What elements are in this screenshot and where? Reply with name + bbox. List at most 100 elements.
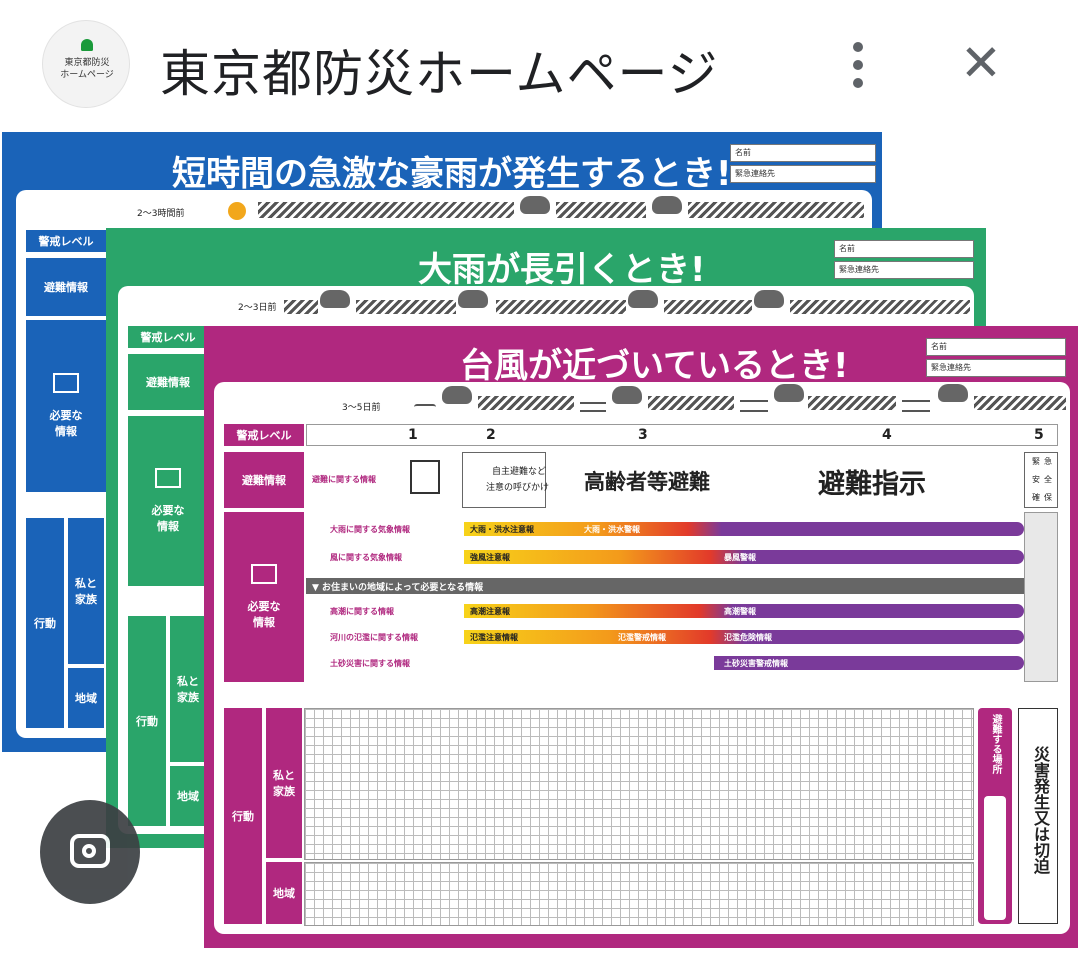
name-field: 名前 <box>730 144 876 162</box>
emergency-line2: 急 <box>1044 457 1052 466</box>
needed-info-line1: 必要な <box>151 504 185 517</box>
camera-lens <box>82 844 96 858</box>
warning-level-label: 警戒レベル <box>224 424 304 446</box>
action-label: 行動 <box>26 518 64 728</box>
wind-icon <box>414 404 436 410</box>
contact-field: 緊急連絡先 <box>730 165 876 183</box>
app-header: 東京都防災 ホームページ 東京都防災ホームページ ✕ <box>0 0 1080 130</box>
level-3: 3 <box>638 427 648 443</box>
lens-search-icon[interactable] <box>40 800 140 904</box>
area-label: 地域 <box>68 668 104 728</box>
local-info-label: ▼ お住まいの地域によって必要となる情報 <box>312 583 484 593</box>
tv-icon <box>155 468 181 488</box>
logo-text-line2: ホームページ <box>60 70 114 80</box>
flood-danger: 氾濫危険情報 <box>724 633 772 642</box>
rain-cloud-icon <box>612 386 642 404</box>
site-logo[interactable]: 東京都防災 ホームページ <box>42 20 130 108</box>
sheet-title: 短時間の急激な豪雨が発生するとき! <box>172 154 732 194</box>
sheet-title: 台風が近づいているとき! <box>460 346 849 386</box>
evac-info-label: 避難情報 <box>224 452 304 508</box>
action-label: 行動 <box>224 708 262 924</box>
emergency-line5: 確 <box>1032 493 1040 502</box>
time-label: 3〜5日前 <box>342 403 381 413</box>
level-4: 4 <box>882 427 892 443</box>
storm-surge-bar <box>464 604 1024 618</box>
plan-grid-me-family[interactable] <box>304 708 974 860</box>
me-family-label: 私と 家族 <box>266 708 302 858</box>
wind-icon <box>902 400 930 412</box>
level-2: 2 <box>486 427 496 443</box>
tv-icon <box>410 460 440 494</box>
emergency-line6: 保 <box>1044 493 1052 502</box>
voluntary-line1: 自主避難など <box>492 467 547 477</box>
me-family-line2: 家族 <box>273 785 295 798</box>
chevron-voluntary <box>462 452 546 508</box>
me-family-label: 私と 家族 <box>68 518 104 664</box>
area-label: 地域 <box>170 766 206 826</box>
landslide-info-label: 土砂災害に関する情報 <box>330 659 410 668</box>
plan-grid-area[interactable] <box>304 862 974 926</box>
me-family-line2: 家族 <box>75 593 97 606</box>
heavy-rain-info-label: 大雨に関する気象情報 <box>330 525 410 534</box>
sheet-typhoon[interactable]: 台風が近づいているとき! 名前 緊急連絡先 3〜5日前 警戒レベル 1 2 3 … <box>204 326 1078 948</box>
flood-alert: 氾濫警戒情報 <box>618 633 666 642</box>
evac-info-label: 避難情報 <box>128 354 208 410</box>
storm-surge-info-label: 高潮に関する情報 <box>330 607 394 616</box>
timeline-hatch <box>556 202 646 218</box>
wind-icon <box>580 402 606 412</box>
thunder-cloud-icon <box>652 196 682 214</box>
tv-icon <box>53 373 79 393</box>
rain-cloud-icon <box>628 290 658 308</box>
elderly-evac-label: 高齢者等避難 <box>584 470 710 494</box>
wind-bar <box>464 550 1024 564</box>
surge-advisory: 高潮注意報 <box>470 607 510 616</box>
timeline-hatch <box>496 300 626 314</box>
landslide-alert: 土砂災害警戒情報 <box>724 659 788 668</box>
level-5: 5 <box>1034 427 1044 443</box>
needed-info-line2: 情報 <box>253 616 275 629</box>
rain-cloud-icon <box>442 386 472 404</box>
logo-text-line1: 東京都防災 <box>64 58 110 68</box>
emergency-line3: 安 <box>1032 475 1040 484</box>
name-field: 名前 <box>834 240 974 258</box>
emergency-box <box>1024 452 1058 508</box>
evac-place-input[interactable] <box>984 796 1006 920</box>
needed-info-line2: 情報 <box>157 520 179 533</box>
timeline-hatch <box>688 202 864 218</box>
disaster-imminent-label: 災害発生又は切迫 <box>1031 746 1050 874</box>
storm-warning: 暴風警報 <box>724 553 756 562</box>
name-field: 名前 <box>926 338 1066 356</box>
time-label: 2〜3時間前 <box>137 209 185 219</box>
rain-cloud-icon <box>320 290 350 308</box>
tv-icon <box>251 564 277 584</box>
timeline-hatch <box>258 202 514 218</box>
me-family-line2: 家族 <box>177 691 199 704</box>
needed-info-box: 必要な 情報 <box>224 512 304 682</box>
local-info-header <box>306 578 1024 594</box>
surge-warning: 高潮警報 <box>724 607 756 616</box>
timeline-hatch <box>664 300 752 314</box>
heavy-rain-advisory: 大雨・洪水注意報 <box>470 525 534 534</box>
thunder-cloud-icon <box>520 196 550 214</box>
me-family-line1: 私と <box>75 577 97 590</box>
timeline-hatch <box>356 300 456 314</box>
timeline-hatch <box>790 300 970 314</box>
warning-level-label: 警戒レベル <box>128 326 208 348</box>
area-label: 地域 <box>266 862 302 924</box>
rain-cloud-icon <box>754 290 784 308</box>
wind-info-label: 風に関する気象情報 <box>330 553 402 562</box>
more-vert-icon[interactable] <box>846 42 870 88</box>
needed-info-line1: 必要な <box>49 409 83 422</box>
needed-info-line2: 情報 <box>55 425 77 438</box>
rain-cloud-icon <box>458 290 488 308</box>
needed-info-box: 必要な 情報 <box>26 320 106 492</box>
right-illustration-column <box>1024 512 1058 682</box>
timeline-hatch <box>478 396 574 410</box>
timeline-hatch <box>284 300 318 314</box>
needed-info-box: 必要な 情報 <box>128 416 208 586</box>
me-family-line1: 私と <box>273 769 295 782</box>
emergency-line4: 全 <box>1044 475 1052 484</box>
action-label: 行動 <box>128 616 166 826</box>
close-icon[interactable]: ✕ <box>960 34 1002 92</box>
river-flood-bar <box>464 630 1024 644</box>
